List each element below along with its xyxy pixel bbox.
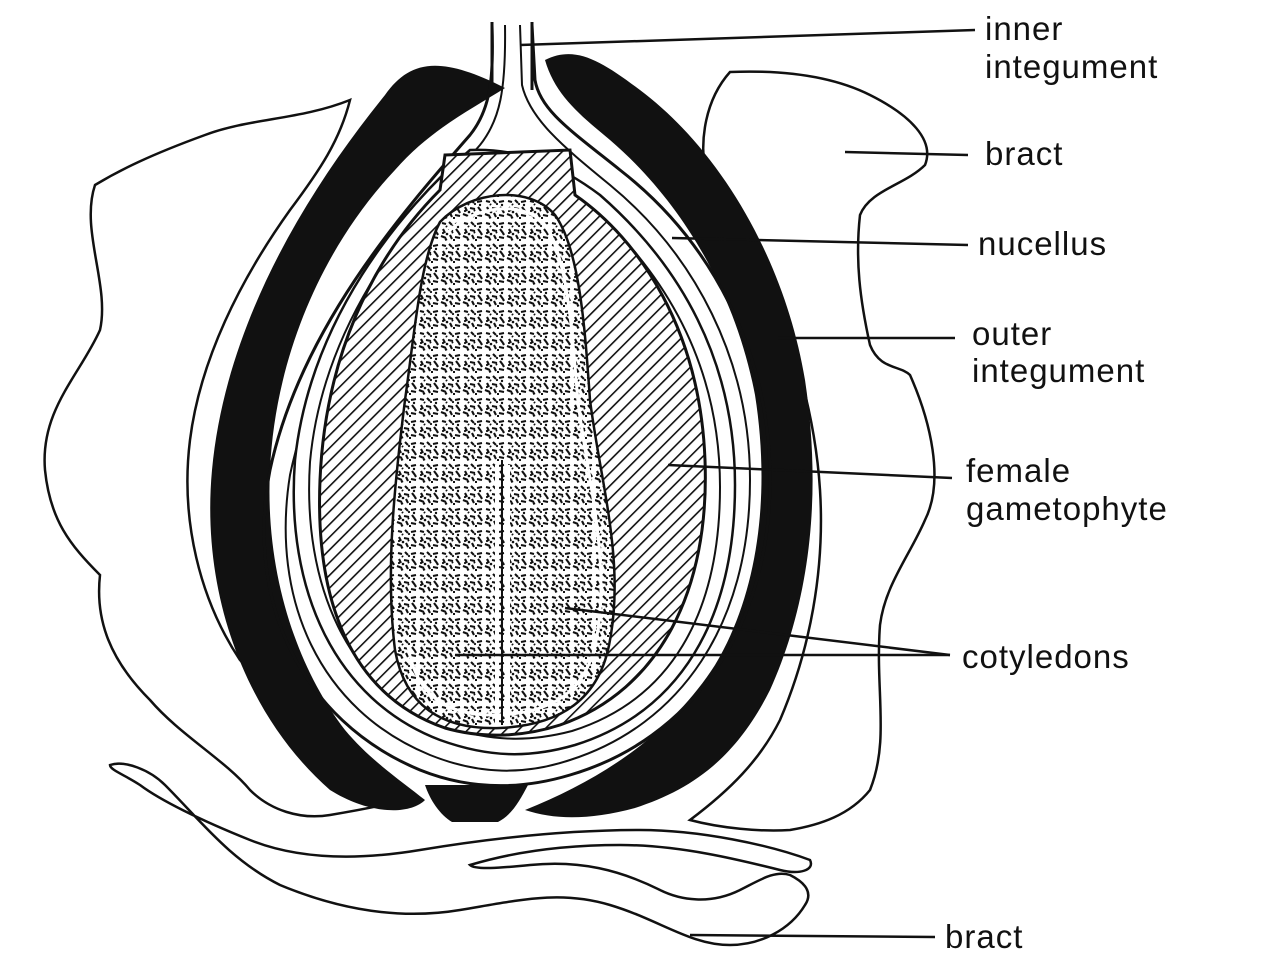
micropyle-plug: [425, 785, 528, 822]
label-outer-integument-2: integument: [972, 352, 1145, 389]
label-female-gametophyte-2: gametophyte: [966, 490, 1168, 527]
label-inner-integument-line2: integument: [985, 48, 1158, 85]
label-bract-upper: bract: [985, 135, 1063, 172]
label-outer-integument-line1: outer: [972, 315, 1052, 352]
label-outer-integument-line2: integument: [972, 352, 1145, 389]
label-inner-integument-line1: inner: [985, 10, 1063, 47]
label-nucellus: nucellus: [978, 225, 1107, 262]
leader-inner-integument: [520, 30, 975, 45]
label-female-gametophyte: female: [966, 452, 1071, 489]
label-female-gametophyte-line2: gametophyte: [966, 490, 1168, 527]
label-inner-integument-2: integument: [985, 48, 1158, 85]
label-bract-lower: bract: [945, 918, 1023, 955]
label-inner-integument: inner: [985, 10, 1063, 47]
label-female-gametophyte-line1: female: [966, 452, 1071, 489]
label-outer-integument: outer: [972, 315, 1052, 352]
label-cotyledons: cotyledons: [962, 638, 1130, 675]
